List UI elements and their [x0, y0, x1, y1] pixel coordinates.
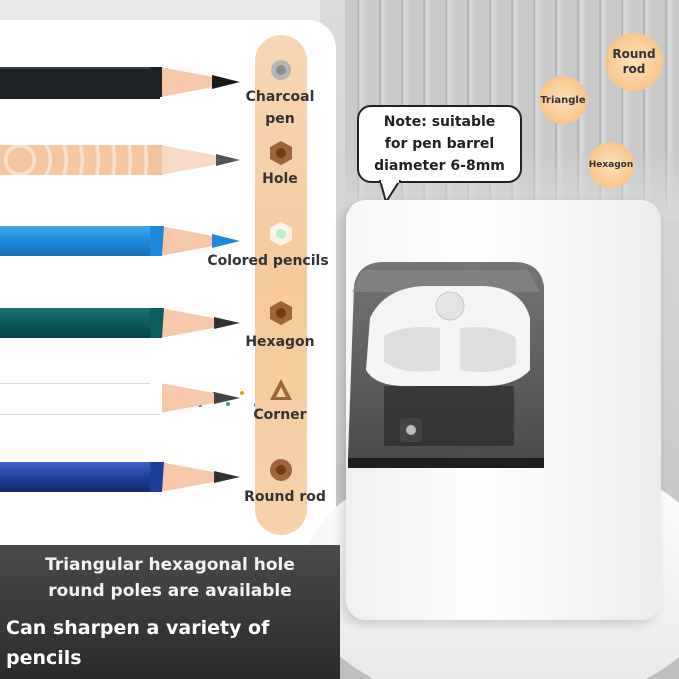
pencil-tip-icon	[150, 462, 240, 492]
circle-label-hexagon: Hexagon	[588, 142, 634, 188]
pencil-wavy	[0, 145, 240, 175]
shape-label-line: pen	[265, 111, 295, 127]
shape-label-colored-pencils: Colored pencils	[207, 253, 329, 269]
note-line: diameter 6-8mm	[374, 158, 505, 174]
note-line: Note: suitable	[383, 114, 496, 130]
note-line: for pen barrel	[384, 136, 495, 152]
pencil-shaft	[0, 462, 160, 492]
circle-label-triangle: Triangle	[539, 76, 587, 124]
pencil-tip-icon	[150, 145, 240, 175]
circle-label-line: Round	[612, 47, 656, 61]
pencil-tip-icon	[150, 67, 240, 97]
pencil-navy	[0, 462, 240, 492]
glowing-hexagon-icon	[270, 222, 292, 246]
shape-strip	[255, 35, 307, 535]
pencil-shaft	[0, 145, 160, 175]
footer-banner	[0, 545, 340, 679]
footer-headline: Can sharpen a variety of pencils	[6, 613, 346, 673]
circle-hole-icon	[271, 60, 291, 80]
footer-subtitle-line: round poles are available	[48, 581, 292, 601]
shape-label-charcoal-pen: Charcoal pen	[240, 86, 320, 130]
pencil-shaft	[0, 67, 160, 99]
pencil-tip-icon	[150, 308, 240, 338]
hexagon-hole-icon	[270, 141, 292, 165]
pencil-polka-dot	[0, 383, 300, 415]
pencil-tip-icon	[150, 226, 240, 256]
shape-label-hole: Hole	[262, 171, 298, 187]
sharpener-transparent-cover	[348, 262, 544, 468]
pencil-shaft	[0, 383, 300, 415]
shape-label-corner: Corner	[253, 407, 307, 423]
shape-label-round-rod: Round rod	[244, 489, 326, 505]
pencil-tip-icon	[150, 383, 240, 413]
pencil-shaft	[0, 226, 160, 256]
pencil-shaft	[0, 308, 160, 338]
triangle-hole-icon	[270, 379, 292, 400]
footer-headline-line: pencils	[6, 647, 82, 669]
pencil-charcoal	[0, 67, 240, 99]
pencil-blue	[0, 226, 240, 256]
shape-label-line: Charcoal	[245, 89, 315, 105]
footer-subtitle-line: Triangular hexagonal hole	[45, 555, 295, 575]
bubble-tail-icon	[378, 180, 402, 204]
shape-label-hexagon: Hexagon	[245, 334, 315, 350]
circle-label-line: rod	[622, 62, 646, 76]
note-bubble: Note: suitable for pen barrel diameter 6…	[357, 105, 522, 183]
pencil-teal	[0, 308, 240, 338]
hexagon-hole-icon	[270, 301, 292, 325]
footer-subtitle: Triangular hexagonal hole round poles ar…	[0, 552, 340, 604]
footer-headline-line: Can sharpen a variety of	[6, 617, 270, 639]
circle-hole-icon	[270, 459, 292, 481]
